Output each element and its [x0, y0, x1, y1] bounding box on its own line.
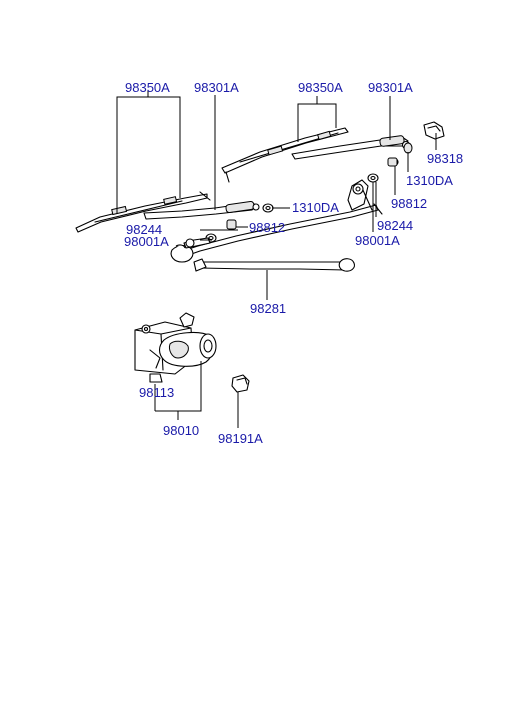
label-98281: 98281 [250, 301, 286, 316]
right-pivot-hardware [367, 142, 413, 183]
label-98301a-right: 98301A [368, 80, 413, 95]
label-98301a-left: 98301A [194, 80, 239, 95]
label-98244-left: 98244 [126, 222, 162, 237]
right-wiper-blade [221, 127, 349, 183]
label-98244-right: 98244 [377, 218, 413, 233]
label-98001a-right: 98001A [355, 233, 400, 248]
left-pivot-hardware [205, 203, 274, 243]
label-98191a: 98191A [218, 431, 263, 446]
label-1310da-left: 1310DA [292, 200, 339, 215]
label-98113: 98113 [139, 385, 174, 400]
leader-lines [116, 90, 437, 428]
label-98318: 98318 [427, 151, 463, 166]
label-98350a-left: 98350A [125, 80, 170, 95]
part-labels: 98350A 98301A 98350A 98301A 98318 1310DA… [124, 80, 463, 446]
label-98350a-right: 98350A [298, 80, 343, 95]
wiper-motor [134, 312, 217, 383]
label-98001a-left: 98001A [124, 234, 169, 249]
left-wiper-blade [75, 191, 211, 233]
label-98812-right: 98812 [391, 196, 427, 211]
label-98812-left: 98812 [249, 220, 285, 235]
label-1310da-right: 1310DA [406, 173, 453, 188]
pivot-cap [423, 121, 445, 140]
motor-connector [231, 374, 250, 393]
wiper-linkage [170, 179, 383, 272]
left-wiper-arm [143, 200, 260, 220]
label-98010: 98010 [163, 423, 199, 438]
